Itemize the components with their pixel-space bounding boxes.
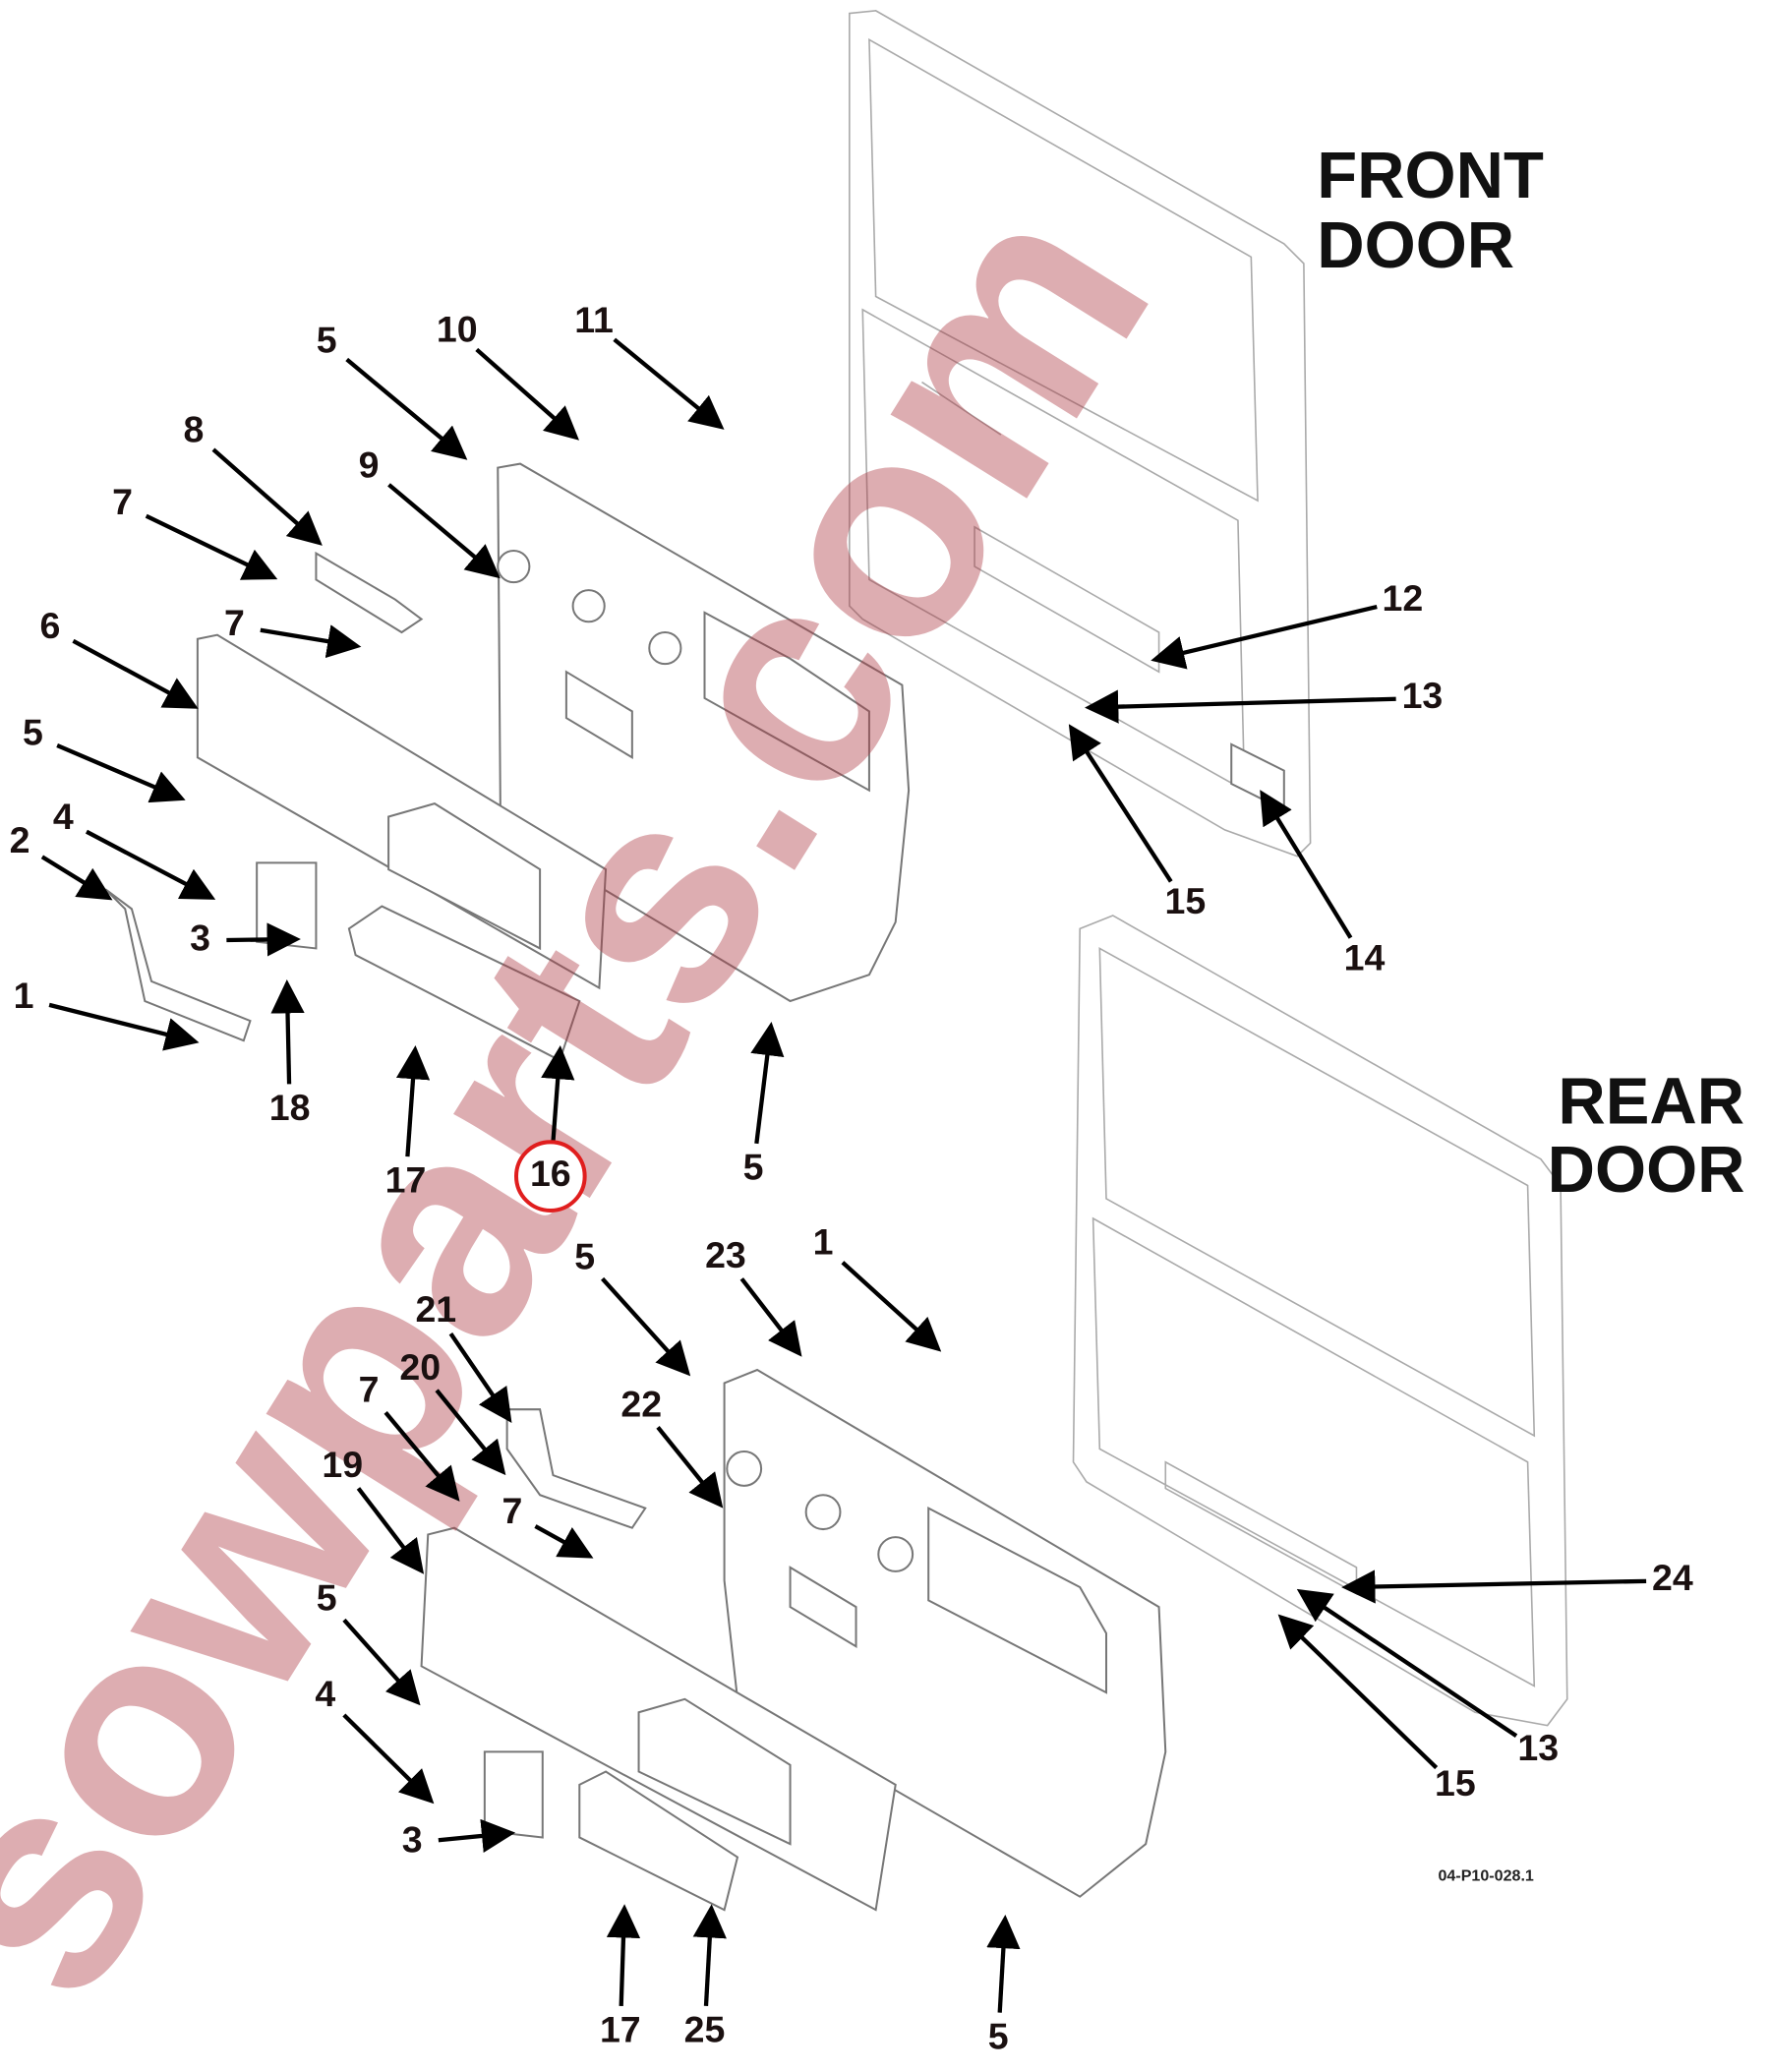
part-number-label-11: 11 — [574, 299, 614, 340]
callout-arrow — [56, 743, 186, 803]
callout-arrow — [1296, 1588, 1518, 1738]
part-number-label-5: 5 — [988, 2015, 1009, 2056]
callout-arrow — [356, 1487, 425, 1574]
part-number-label-5: 5 — [317, 1576, 337, 1618]
callout-arrow — [475, 347, 580, 441]
callout-arrow — [601, 1276, 691, 1377]
callout-arrow — [750, 1021, 785, 1145]
callout-arrow — [1085, 689, 1396, 724]
part-number-label-5: 5 — [23, 711, 43, 752]
part-number-label-4: 4 — [53, 796, 74, 837]
part-number-label-21: 21 — [415, 1288, 456, 1330]
front-door-title-line2: DOOR — [1317, 208, 1514, 282]
part-number-label-14: 14 — [1344, 936, 1386, 977]
part-number-label-4: 4 — [315, 1673, 335, 1714]
callout-arrow — [1341, 1569, 1647, 1604]
callout-arrow — [40, 855, 113, 901]
figure-code: 04-P10-028.1 — [1439, 1867, 1534, 1885]
callout-arrow — [1260, 790, 1353, 939]
callout-arrow — [48, 1002, 200, 1051]
rear-door-title-line2: DOOR — [1548, 1133, 1745, 1207]
part-number-label-19: 19 — [322, 1444, 363, 1485]
callout-arrow — [387, 483, 501, 579]
callout-arrow — [534, 1524, 594, 1559]
front-door-trim-panel — [104, 462, 1285, 1062]
callout-arrow — [342, 1713, 435, 1805]
callout-arrow — [438, 1818, 516, 1853]
part-number-label-6: 6 — [39, 605, 60, 646]
part-number-label-7: 7 — [224, 602, 245, 643]
part-number-label-12: 12 — [1382, 577, 1423, 619]
callout-arrow — [1150, 604, 1378, 670]
part-number-label-16: 16 — [530, 1153, 571, 1194]
part-number-label-13: 13 — [1517, 1727, 1559, 1768]
part-number-label-1: 1 — [14, 975, 34, 1016]
callout-arrow — [211, 447, 323, 546]
part-number-label-2: 2 — [10, 819, 30, 860]
callout-arrow — [606, 1904, 641, 2006]
callout-arrow — [739, 1277, 802, 1357]
part-number-label-17: 17 — [600, 2009, 641, 2050]
callout-arrow — [1277, 1614, 1439, 1770]
part-number-label-17: 17 — [385, 1159, 427, 1201]
callout-arrow — [226, 922, 301, 957]
part-number-label-25: 25 — [684, 2009, 726, 2050]
callout-arrow — [692, 1904, 727, 2007]
callout-arrow — [435, 1389, 506, 1476]
part-number-label-15: 15 — [1164, 880, 1206, 921]
part-number-label-7: 7 — [502, 1490, 523, 1531]
callout-arrow — [1068, 724, 1173, 883]
part-number-label-23: 23 — [705, 1234, 746, 1275]
part-number-label-5: 5 — [317, 319, 337, 360]
part-number-label-9: 9 — [359, 444, 380, 486]
callout-arrow — [270, 979, 305, 1085]
callout-arrow — [986, 1914, 1021, 2013]
callout-arrow — [85, 829, 216, 900]
part-number-label-7: 7 — [112, 481, 133, 522]
part-number-label-7: 7 — [359, 1369, 380, 1410]
callout-arrow — [613, 337, 725, 430]
callout-arrow — [260, 624, 362, 659]
part-number-label-1: 1 — [813, 1221, 834, 1263]
front-door-title-line1: FRONT — [1317, 139, 1544, 212]
callout-arrow — [345, 357, 468, 460]
rear-door-title-line1: REAR — [1558, 1065, 1744, 1139]
part-number-label-18: 18 — [269, 1087, 311, 1128]
rear-door-trim-panel — [420, 1368, 1167, 1912]
callout-arrow — [72, 638, 199, 709]
callout-arrow — [656, 1426, 724, 1509]
callout-arrow — [342, 1618, 421, 1706]
part-number-label-5: 5 — [743, 1146, 764, 1187]
part-number-label-8: 8 — [183, 408, 204, 449]
part-number-label-5: 5 — [574, 1235, 595, 1276]
callout-arrow — [448, 1332, 512, 1423]
part-number-label-22: 22 — [620, 1383, 662, 1424]
part-number-label-24: 24 — [1652, 1557, 1693, 1598]
part-number-label-20: 20 — [399, 1346, 441, 1388]
part-number-label-15: 15 — [1435, 1762, 1476, 1804]
highlight-circle — [513, 1140, 587, 1213]
callout-arrow — [384, 1410, 460, 1502]
callout-arrow — [541, 1045, 575, 1151]
callout-arrow — [145, 513, 278, 580]
part-number-label-3: 3 — [402, 1819, 423, 1861]
callout-arrow — [395, 1045, 431, 1157]
part-number-label-3: 3 — [190, 917, 210, 958]
part-number-label-10: 10 — [437, 309, 478, 350]
part-number-label-13: 13 — [1402, 675, 1444, 716]
callout-arrow — [841, 1261, 942, 1352]
